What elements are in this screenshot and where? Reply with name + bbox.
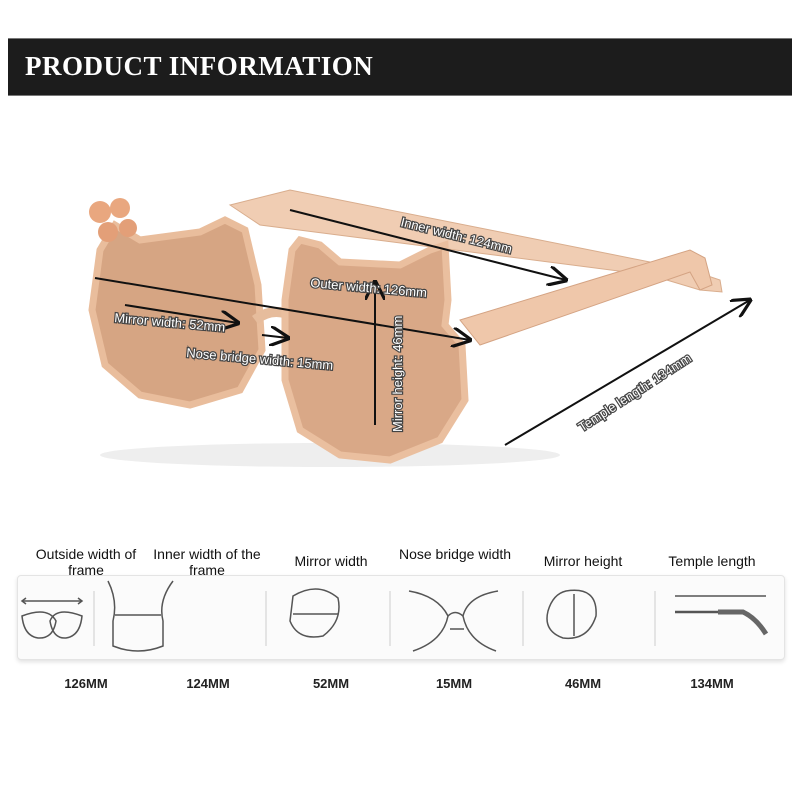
back-temple	[228, 189, 723, 293]
value-inner-width: 124MM	[186, 676, 230, 691]
outer-width-arrow	[94, 277, 470, 340]
shadow	[100, 443, 560, 467]
sunglasses-diagram: Inner width: 124mm Outer width: 126mm Mi…	[88, 189, 800, 467]
temple-length-arrow	[504, 300, 750, 446]
nose-bridge-arrow	[261, 335, 288, 338]
mirror-height-icon	[546, 589, 597, 640]
value-temple-length: 134MM	[690, 676, 734, 691]
label-outside-width: Outside width of frame	[35, 546, 137, 578]
inner-width-icon	[107, 580, 174, 652]
front-temple	[459, 249, 713, 346]
label-nose-bridge: Nose bridge width	[398, 546, 512, 562]
label-temple-length: Temple length	[668, 553, 756, 569]
label-inner-width: Inner width of the frame	[153, 546, 261, 578]
bow-decoration	[89, 198, 137, 242]
label-mirror-width: Mirror width	[294, 553, 368, 569]
mirror-width-icon	[289, 588, 340, 638]
measurement-icons-panel	[17, 575, 785, 660]
mirror-height-annotation: Mirror height: 46mm	[390, 316, 405, 432]
value-mirror-width: 52MM	[312, 676, 350, 691]
value-nose-bridge: 15MM	[435, 676, 473, 691]
header-bar: PRODUCT INFORMATION	[8, 38, 792, 96]
nose-bridge-icon	[408, 590, 499, 652]
temple-length-icon	[675, 595, 769, 636]
value-outside-width: 126MM	[64, 676, 108, 691]
page-title: PRODUCT INFORMATION	[25, 51, 374, 81]
value-mirror-height: 46MM	[564, 676, 602, 691]
measurement-arrows	[94, 209, 750, 446]
label-mirror-height: Mirror height	[543, 553, 623, 569]
outside-width-icon	[20, 597, 84, 639]
mirror-width-arrow	[124, 304, 238, 323]
inner-width-arrow	[289, 209, 566, 280]
